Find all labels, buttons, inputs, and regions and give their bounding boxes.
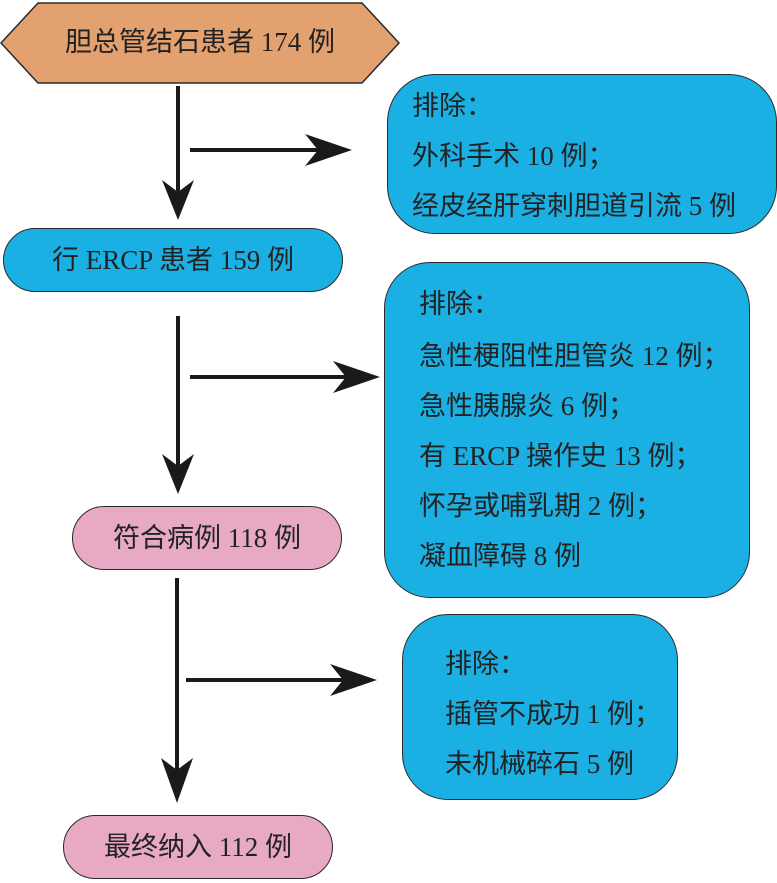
exclusion-item: 未机械碎石 5 例 (445, 749, 634, 779)
exclusion-title: 排除： (445, 649, 526, 679)
arrowhead-down-2 (162, 454, 194, 494)
exclusion-item: 经皮经肝穿刺胆道引流 5 例 (412, 191, 736, 221)
start-node: 胆总管结石患者 174 例 (0, 2, 400, 84)
exclusion-title: 排除： (412, 91, 493, 121)
exclusion-item: 急性胰腺炎 6 例； (419, 391, 635, 421)
exclusion-item: 急性梗阻性胆管炎 12 例； (419, 341, 730, 371)
exclusion-item: 怀孕或哺乳期 2 例； (419, 491, 662, 521)
arrowhead-right-1 (305, 134, 352, 166)
step-node-label: 最终纳入 112 例 (104, 831, 292, 862)
step-node-label: 行 ERCP 患者 159 例 (51, 244, 295, 275)
step-node-eligible: 符合病例 118 例 (72, 506, 342, 570)
exclusion-title: 排除： (419, 289, 500, 319)
hexagon-shape (0, 2, 400, 84)
exclusion-item: 外科手术 10 例； (412, 141, 615, 171)
step-node-label: 符合病例 118 例 (113, 522, 301, 553)
exclusion-item: 插管不成功 1 例； (445, 699, 661, 729)
arrowhead-down-3 (161, 758, 193, 803)
arrowhead-right-3 (330, 664, 377, 696)
arrowhead-right-2 (333, 361, 380, 393)
step-node-final: 最终纳入 112 例 (63, 815, 333, 879)
start-node-label: 胆总管结石患者 174 例 (65, 27, 335, 57)
arrowhead-down-1 (162, 180, 194, 220)
exclusion-box-1: 排除： 外科手术 10 例； 经皮经肝穿刺胆道引流 5 例 (387, 74, 777, 234)
exclusion-box-3: 排除： 插管不成功 1 例； 未机械碎石 5 例 (402, 614, 678, 800)
exclusion-item: 凝血障碍 8 例 (419, 541, 581, 571)
exclusion-item: 有 ERCP 操作史 13 例； (419, 441, 702, 471)
exclusion-box-2: 排除： 急性梗阻性胆管炎 12 例； 急性胰腺炎 6 例； 有 ERCP 操作史… (384, 262, 750, 598)
step-node-ercp: 行 ERCP 患者 159 例 (3, 228, 343, 292)
